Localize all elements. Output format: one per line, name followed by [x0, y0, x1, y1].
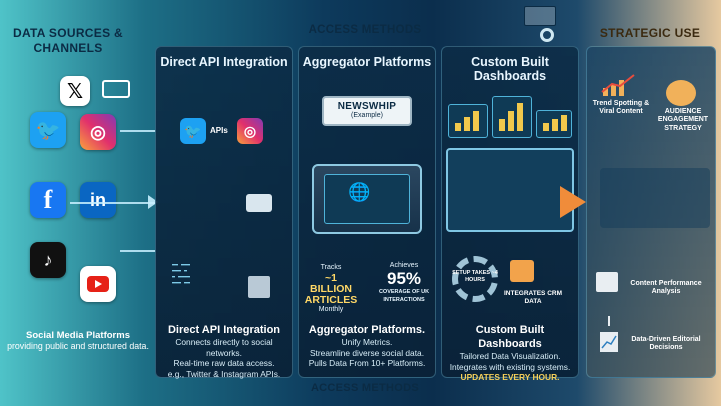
plug-icon — [246, 194, 272, 212]
linkedin-icon: in — [80, 182, 116, 218]
editorial-decisions-label: Data-Driven Editorial Decisions — [631, 336, 701, 352]
newswhip-brand: NEWSWHIP — [337, 101, 397, 112]
flow-arrow-icon — [560, 186, 586, 218]
strategic-use-heading: STRATEGIC USE — [599, 26, 701, 40]
aggregator-description: Aggregator Platforms. Unify Metrics. Str… — [303, 323, 431, 369]
trend-chart-icon — [601, 74, 635, 96]
audience-engagement-label: AUDIENCE ENGAGEMENT STRATEGY — [657, 108, 709, 132]
dashboard-monitor-icon — [446, 148, 574, 232]
direct-api-desc-line: Real-time raw data access. — [173, 358, 275, 369]
gear-icon — [452, 256, 498, 302]
custom-desc-title: Custom Built Dashboards — [475, 324, 545, 350]
globe-icon: 🌐 — [348, 182, 371, 203]
twitter-api-icon: 🐦 — [180, 118, 206, 144]
crm-icon — [510, 260, 534, 282]
custom-dashboards-title: Custom Built Dashboards — [471, 55, 549, 83]
achieves-stat: Achieves 95% COVERAGE OF UK INTERACTIONS — [372, 262, 436, 304]
newswhip-box: NEWSWHIP (Example) — [322, 96, 412, 126]
content-chart-icon — [596, 272, 618, 292]
tracks-suffix: Monthly — [318, 305, 344, 313]
crm-label: INTEGRATES CRM DATA — [503, 290, 563, 305]
flow-line — [70, 202, 156, 204]
api-label: APIs — [210, 126, 228, 135]
custom-desc-line: Tailored Data Visualization. — [459, 351, 561, 361]
aggregator-title: Aggregator Platforms — [302, 55, 432, 69]
access-methods-heading-top: ACCESS METHODS — [308, 24, 422, 36]
setup-label: SETUP TAKES ~4 HOURS — [452, 270, 498, 283]
bar-chart-icon — [448, 104, 488, 138]
achieves-value: 95% — [386, 269, 422, 288]
custom-dashboards-description: Custom Built Dashboards Tailored Data Vi… — [446, 323, 574, 383]
tiktok-icon: ♪ — [30, 242, 66, 278]
sources-caption: Social Media Platforms providing public … — [4, 330, 152, 352]
team-meeting-illustration — [600, 168, 710, 228]
instagram-icon: ◎ — [80, 114, 116, 150]
youtube-icon — [80, 266, 116, 302]
bar-chart-icon — [492, 96, 532, 138]
gear-icon — [540, 28, 554, 42]
tracks-prefix: Tracks — [320, 264, 342, 271]
trend-spotting-label: Trend Spotting & Viral Content — [592, 100, 650, 116]
chat-bubble-icon — [102, 80, 130, 98]
achieves-suffix: COVERAGE OF UK INTERACTIONS — [378, 289, 430, 303]
database-icon — [248, 276, 270, 298]
code-lines-icon: ▬▬ ▬▬▬▬▬▬ ▬▬ ▬▬▬▬▬▬▬ ▬▬ — [172, 262, 191, 286]
flow-line — [120, 250, 156, 252]
achieves-prefix: Achieves — [389, 262, 419, 269]
x-logo-icon: 𝕏 — [60, 76, 90, 106]
custom-desc-line: UPDATES EVERY HOUR. — [460, 372, 560, 383]
processor-chip-icon: 🌐 — [312, 164, 422, 234]
instagram-api-icon: ◎ — [237, 118, 263, 144]
facebook-icon: f — [30, 182, 66, 218]
sources-caption-body: providing public and structured data. — [7, 341, 149, 351]
tracks-value: ~1 BILLION ARTICLES — [304, 271, 358, 306]
direct-api-panel: Direct API Integration Direct API Integr… — [155, 46, 293, 379]
newswhip-note: (Example) — [351, 112, 383, 119]
direct-api-description: Direct API Integration Connects directly… — [160, 323, 288, 379]
aggregator-desc-line: Unify Metrics. — [341, 337, 393, 347]
direct-api-title: Direct API Integration — [160, 55, 288, 69]
bar-chart-icon — [536, 110, 572, 138]
sources-caption-title: Social Media Platforms — [25, 330, 130, 341]
aggregator-desc-title: Aggregator Platforms. — [308, 324, 426, 336]
browser-window-icon — [524, 6, 556, 26]
aggregator-desc-line: Streamline diverse social data. — [309, 347, 425, 358]
aggregator-desc-line: Pulls Data From 10+ Platforms. — [308, 358, 426, 369]
content-performance-label: Content Performance Analysis — [630, 280, 702, 296]
flow-line — [120, 130, 156, 132]
direct-api-desc-line: Connects directly to social networks. — [175, 337, 273, 358]
tracks-stat: Tracks ~1 BILLION ARTICLES Monthly — [303, 264, 359, 314]
data-sources-heading: DATA SOURCES & CHANNELS — [13, 26, 123, 55]
chip-screen — [324, 174, 410, 224]
audience-group-icon — [666, 80, 696, 106]
twitter-icon: 🐦 — [30, 112, 66, 148]
direct-api-desc-line: e.g., Twitter & Instagram APIs. — [167, 368, 281, 379]
flow-arrow-head — [148, 195, 158, 209]
editorial-chart-icon — [600, 316, 618, 352]
access-methods-heading-bottom: ACCESS METHODS — [310, 382, 420, 394]
custom-desc-line: Integrates with existing systems. — [449, 361, 571, 372]
direct-api-desc-title: Direct API Integration — [167, 324, 281, 336]
